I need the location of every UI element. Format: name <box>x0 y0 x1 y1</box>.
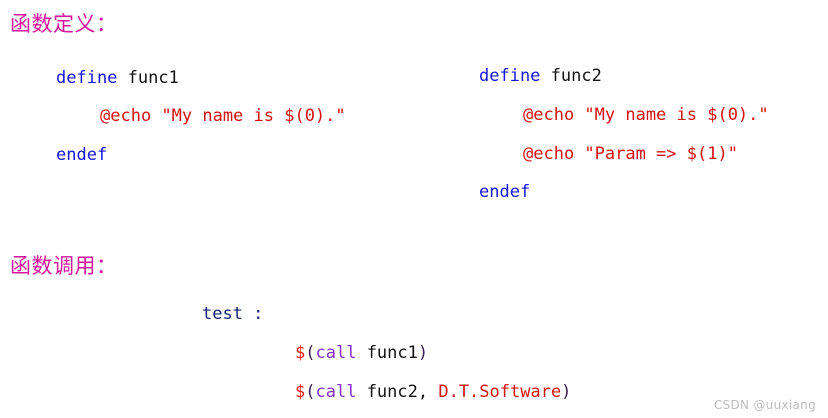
code-line-echo-param-func2: @echo "Param => $(1)" <box>523 144 738 164</box>
keyword-define: define <box>56 68 118 88</box>
code-line-endef-func1: endef <box>56 145 108 165</box>
identifier-func1: func1 <box>117 68 179 88</box>
call-argument-value: D.T.Software <box>438 382 562 402</box>
keyword-call: call <box>315 343 357 363</box>
csdn-watermark: CSDN @uuxiang <box>713 398 816 412</box>
section-heading-function-invocation: 函数调用： <box>10 254 118 278</box>
keyword-call: call <box>315 382 357 402</box>
code-line-echo-name-func2: @echo "My name is $(0)." <box>523 105 769 125</box>
identifier-func2: func2 <box>540 66 602 86</box>
dollar-sign: $ <box>295 343 306 363</box>
open-paren: ( <box>305 343 316 363</box>
section-heading-function-definition: 函数定义： <box>10 12 118 36</box>
code-line-endef-func2: endef <box>479 182 531 202</box>
code-line-define-func2: define func2 <box>479 68 602 85</box>
call-arguments: func2, <box>356 382 439 402</box>
code-line-define-func1: define func1 <box>56 70 179 87</box>
code-line-test-target: test : <box>202 304 264 324</box>
keyword-define: define <box>479 66 541 86</box>
call-arguments: func1 <box>356 343 418 363</box>
close-paren: ) <box>561 382 572 402</box>
open-paren: ( <box>305 382 316 402</box>
close-paren: ) <box>417 343 429 363</box>
code-line-echo-func1: @echo "My name is $(0)." <box>100 106 346 126</box>
dollar-sign: $ <box>295 382 306 402</box>
code-line-call-func2: $(call func2, D.T.Software) <box>295 384 571 401</box>
code-line-call-func1: $(call func1) <box>295 345 428 362</box>
